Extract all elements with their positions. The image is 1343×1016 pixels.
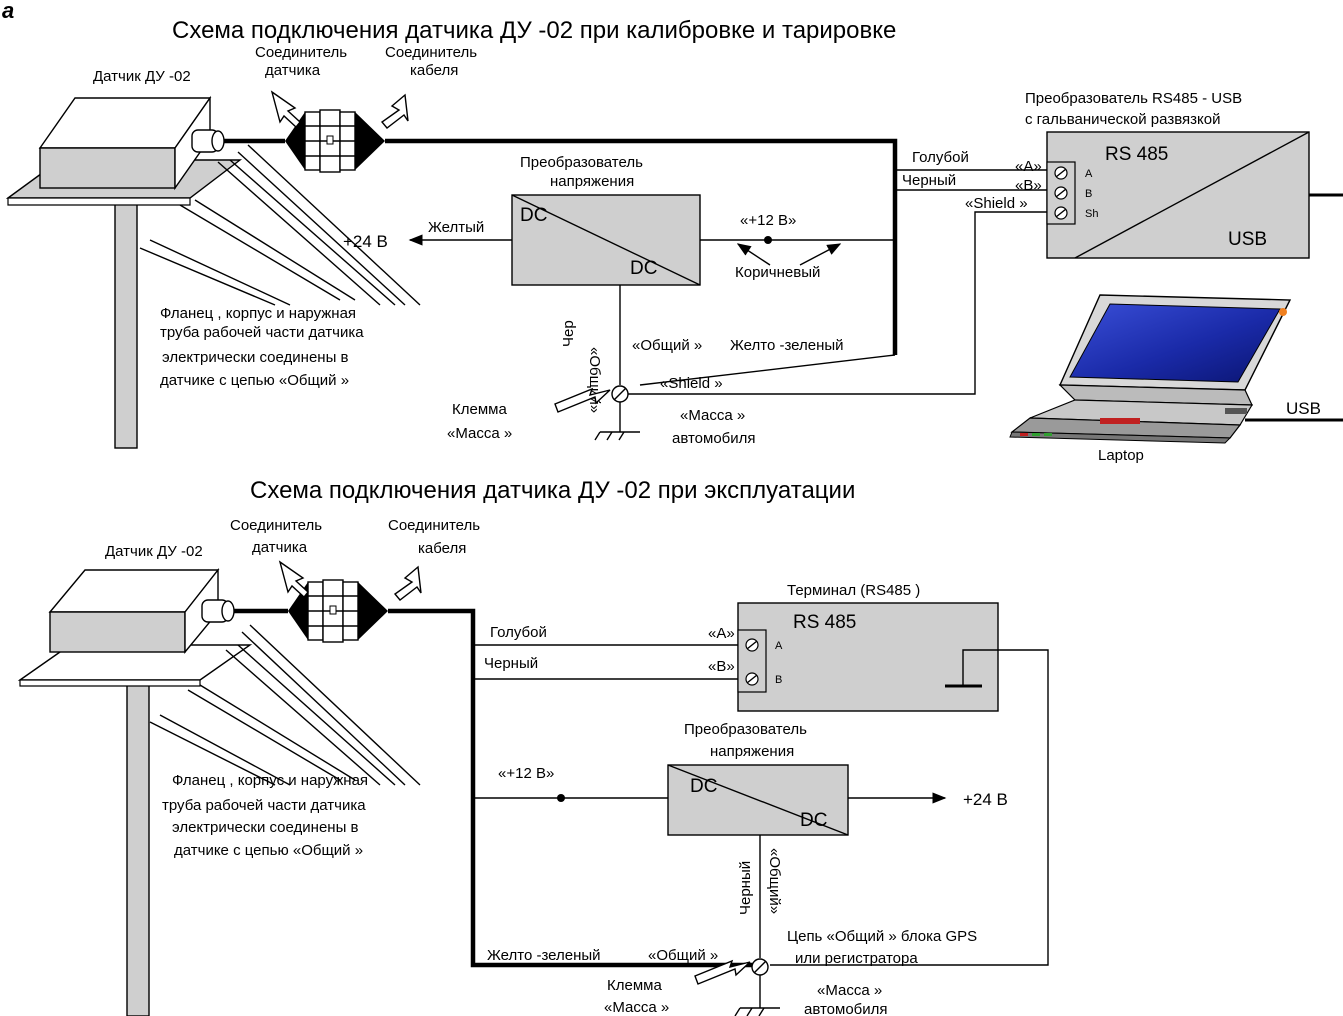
sensor-conn-label-2: датчика (265, 62, 321, 79)
plus24-label: +24 В (343, 232, 388, 251)
flange-text: труба рабочей части датчика (162, 797, 366, 814)
bottom-diagram: Схема подключения датчика ДУ -02 при экс… (17, 477, 1049, 1016)
pin-a-label: «А» (708, 625, 735, 642)
yellow-green-label: Желто -зеленый (487, 947, 601, 964)
pin-b: B (1085, 188, 1092, 200)
flange-text: Фланец , корпус и наружная (172, 772, 368, 789)
laptop-label: Laptop (1098, 447, 1144, 464)
yellow-green-label: Желто -зеленый (730, 337, 844, 354)
plus12-label: «+12 В» (498, 765, 554, 782)
pin-b-label: «В» (708, 658, 735, 675)
mass-label-2: автомобиля (804, 1001, 888, 1016)
clamp-label-2: «Масса » (604, 999, 669, 1016)
cable-conn-label-2: кабеля (410, 62, 458, 79)
clamp-label: Клемма (452, 401, 507, 418)
common-vert-label: «Общий» (586, 347, 603, 413)
top-diagram: Схема подключения датчика ДУ -02 при кал… (5, 17, 1343, 464)
gps-label-2: или регистратора (795, 950, 918, 967)
blue-wire-label: Голубой (912, 149, 969, 166)
rs-conv-label: Преобразователь RS485 - USB (1025, 90, 1242, 107)
laptop (1009, 294, 1292, 444)
black-wire-label: Черный (902, 172, 956, 189)
shield-wire (628, 211, 1055, 395)
bottom-title: Схема подключения датчика ДУ -02 при экс… (250, 477, 855, 504)
shield-label: «Shield » (660, 375, 723, 392)
sensor-pole (114, 199, 138, 449)
cable-conn-label-2: кабеля (418, 540, 466, 557)
cable-conn-label: Соединитель (388, 517, 480, 534)
black-vert-label: Чер (560, 320, 577, 347)
main-cable (388, 608, 760, 968)
usb-label: USB (1228, 229, 1267, 250)
usb-cable-label: USB (1286, 399, 1321, 418)
pin-b: B (775, 674, 782, 686)
pin-sh: Sh (1085, 208, 1098, 220)
blue-wire-label: Голубой (490, 624, 547, 641)
pin-a: A (1085, 168, 1093, 180)
flange-arrows (149, 624, 421, 786)
sensor-conn-label: Соединитель (255, 44, 347, 61)
rs485-label: RS 485 (1105, 144, 1168, 165)
rs485-label: RS 485 (793, 612, 856, 633)
bottom-connector (288, 579, 388, 643)
flange-text: датчике с цепью «Общий » (174, 842, 363, 859)
sensor-body (39, 147, 176, 189)
gps-wire (770, 649, 1049, 966)
plus12-label: «+12 В» (740, 212, 796, 229)
gps-label: Цепь «Общий » блока GPS (787, 928, 977, 945)
dc-out-label: DC (630, 258, 657, 279)
bottom-sensor-label: Датчик ДУ -02 (105, 543, 203, 560)
pin-sh-label: «Shield » (965, 195, 1028, 212)
rs485-usb-converter (1046, 131, 1310, 259)
dc-out-label: DC (800, 810, 827, 831)
flange-text: Фланец , корпус и наружная (160, 305, 356, 322)
pin-a: A (775, 640, 783, 652)
clamp-label-2: «Масса » (447, 425, 512, 442)
cable-conn-label: Соединитель (385, 44, 477, 61)
flange-text: электрически соединены в (162, 349, 349, 366)
yellow-wire-label: Желтый (428, 219, 484, 236)
common-vert-label: «Общий» (766, 848, 783, 914)
top-title: Схема подключения датчика ДУ -02 при кал… (172, 17, 896, 44)
mass-label: «Масса » (680, 407, 745, 424)
clamp-label: Клемма (607, 977, 662, 994)
converter-label: Преобразователь (684, 721, 807, 738)
converter-label-2: напряжения (550, 173, 634, 190)
plus24-label: +24 В (963, 790, 1008, 809)
page-letter: а (2, 0, 14, 23)
flange-text: датчике с цепью «Общий » (160, 372, 349, 389)
converter-label: Преобразователь (520, 154, 643, 171)
sensor-conn-label: Соединитель (230, 517, 322, 534)
dc-in-label: DC (690, 776, 717, 797)
converter-label-2: напряжения (710, 743, 794, 760)
sensor-conn-label-2: датчика (252, 539, 308, 556)
common-label: «Общий » (632, 337, 702, 354)
black-vert-label: Черный (737, 861, 754, 915)
mass-label: «Масса » (817, 982, 882, 999)
main-cable (385, 138, 898, 355)
pin-b-label: «В» (1015, 177, 1042, 194)
mass-label-2: автомобиля (672, 430, 756, 447)
sensor-body (49, 611, 186, 653)
flange-text: труба рабочей части датчика (160, 324, 364, 341)
sensor-pole (126, 677, 150, 1016)
pointer-arrow (270, 90, 301, 129)
terminal-box (737, 602, 999, 712)
common-label: «Общий » (648, 947, 718, 964)
top-sensor-label: Датчик ДУ -02 (93, 68, 191, 85)
rs-conv-label-2: с гальванической развязкой (1025, 111, 1220, 128)
flange-arrows (139, 144, 421, 306)
pointer-arrow (380, 93, 409, 129)
terminal-label: Терминал (RS485 ) (787, 582, 920, 599)
top-connector (285, 109, 385, 173)
pin-a-label: «А» (1015, 158, 1042, 175)
black-wire-label: Черный (484, 655, 538, 672)
flange-text: электрически соединены в (172, 819, 359, 836)
dc-in-label: DC (520, 205, 547, 226)
brown-wire-label: Коричневый (735, 264, 820, 281)
